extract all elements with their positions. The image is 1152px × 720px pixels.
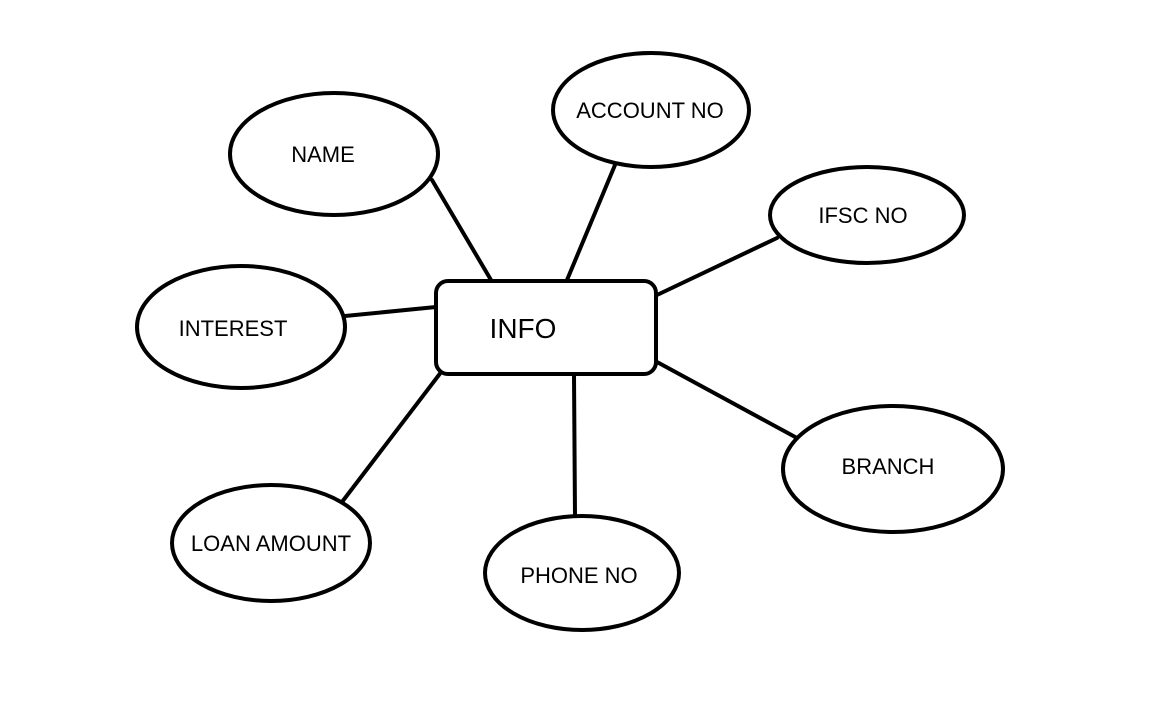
edge-ifsc-no: [655, 236, 779, 297]
edge-name: [430, 178, 493, 282]
attribute-phone-no-ellipse: [483, 514, 681, 632]
attribute-name-label: NAME: [291, 142, 355, 167]
attribute-loan-amount-ellipse: [170, 483, 372, 603]
attribute-account-no-label: ACCOUNT NO: [576, 98, 724, 123]
attribute-ifsc-no-ellipse: [768, 165, 966, 265]
attribute-interest-label: INTEREST: [179, 316, 288, 341]
edge-branch: [655, 360, 799, 440]
edge-account-no: [565, 163, 617, 282]
entity-info-box: [434, 279, 658, 376]
attribute-loan-amount-label: LOAN AMOUNT: [191, 531, 351, 556]
edge-interest: [343, 305, 438, 318]
attribute-name-ellipse: [228, 91, 440, 217]
attribute-branch-label: BRANCH: [842, 454, 935, 479]
entity-info-label: INFO: [490, 313, 557, 344]
attribute-interest-ellipse: [135, 264, 347, 390]
attribute-ifsc-no-label: IFSC NO: [818, 203, 907, 228]
attribute-account-no-ellipse: [551, 51, 751, 169]
edge-phone-no: [572, 373, 577, 519]
edge-loan-amount: [340, 365, 447, 504]
attribute-phone-no-label: PHONE NO: [520, 563, 637, 588]
attribute-branch-ellipse: [781, 404, 1005, 534]
